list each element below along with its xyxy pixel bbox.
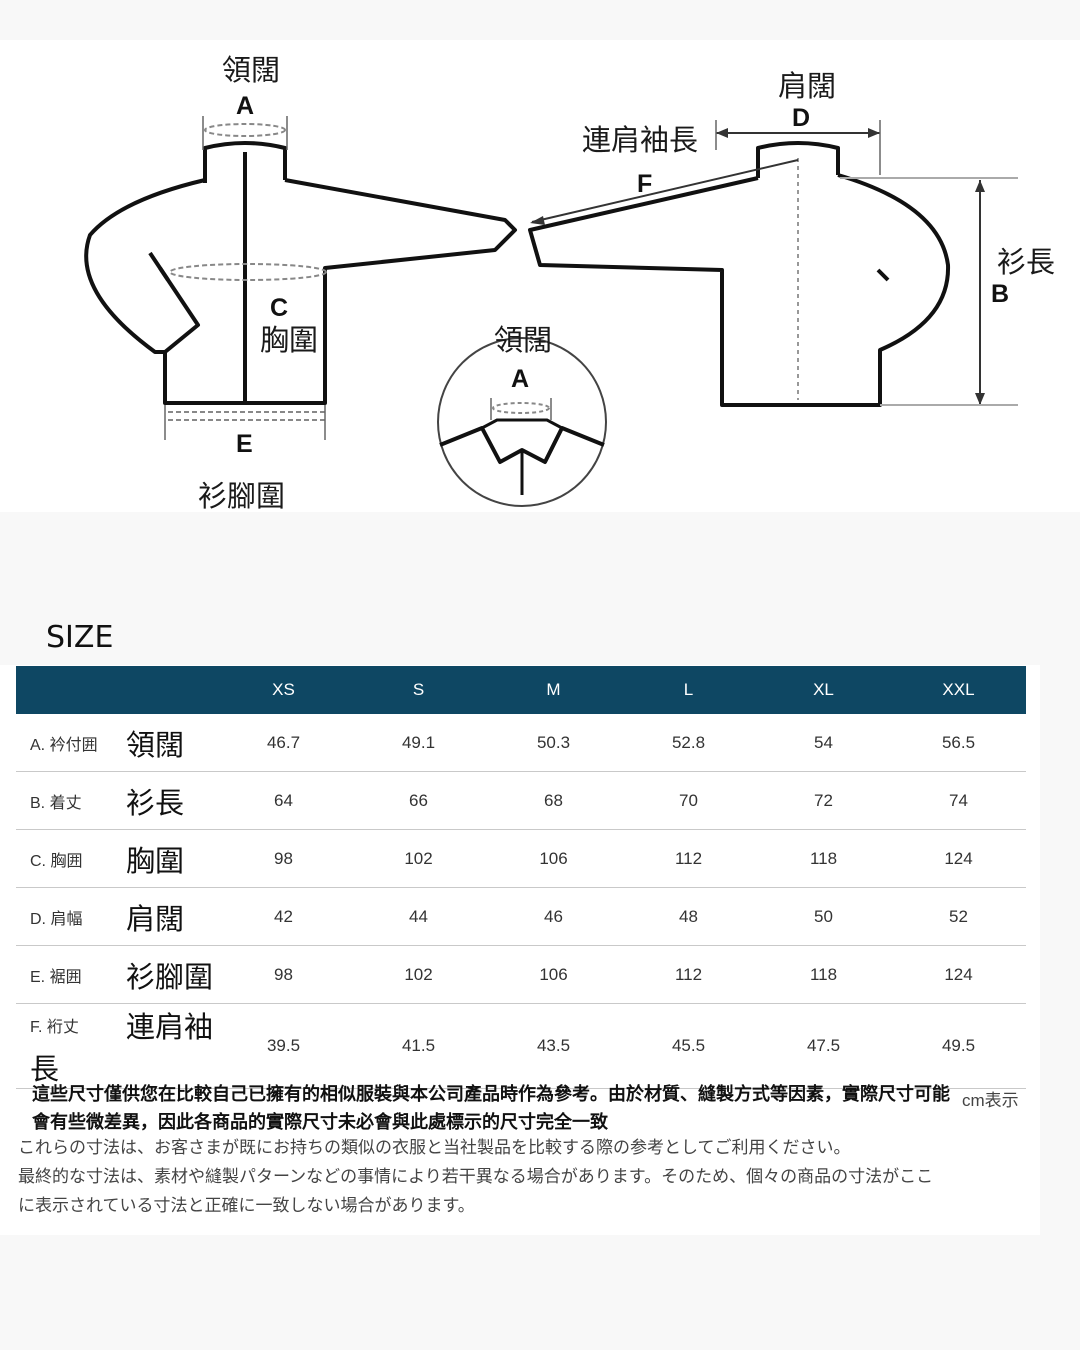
row-zh-label: 胸圍 (126, 843, 185, 878)
sleeve-label: 連肩袖長 (582, 123, 699, 157)
row-header: F. 裄丈連肩袖長 (16, 1003, 216, 1089)
table-cell: 44 (351, 887, 486, 946)
table-cell: 42 (216, 887, 351, 946)
row-header: D. 肩幅 肩闊 (16, 887, 216, 946)
row-code: E. 裾囲 (30, 968, 82, 986)
table-cell: 66 (351, 771, 486, 830)
table-cell: 118 (756, 945, 891, 1004)
table-cell: 46 (486, 887, 621, 946)
jacket-diagram (84, 116, 1018, 507)
row-code: B. 着丈 (30, 794, 82, 812)
row-zh-label: 衫長 (126, 785, 185, 820)
table-cell: 43.5 (486, 1003, 621, 1089)
table-cell: 45.5 (621, 1003, 756, 1089)
table-cell: 106 (486, 829, 621, 888)
table-cell: 52 (891, 887, 1026, 946)
collar-front-label: 領闊 (222, 53, 281, 87)
row-zh-label: 領闊 (126, 727, 185, 762)
jacket-back-outline (528, 141, 951, 407)
table-cell: 112 (621, 945, 756, 1004)
row-header: E. 裾囲 衫腳圍 (16, 945, 216, 1004)
table-cell: 50.3 (486, 714, 621, 772)
row-header: A. 衿付囲 領闊 (16, 714, 216, 772)
header-size: L (621, 666, 756, 714)
row-zh-label: 連肩袖長 (30, 1010, 214, 1086)
back-measure-lines (530, 120, 1018, 406)
table-cell: 54 (756, 714, 891, 772)
table-cell: 47.5 (756, 1003, 891, 1089)
table-cell: 48 (621, 887, 756, 946)
row-code: D. 肩幅 (30, 910, 83, 928)
chest-label: 胸圍 (260, 323, 319, 357)
row-code: C. 胸囲 (30, 852, 83, 870)
table-cell: 124 (891, 829, 1026, 888)
row-zh-label: 肩闊 (126, 901, 185, 936)
letter-f: F (637, 170, 653, 198)
table-row: F. 裄丈連肩袖長 39.5 41.5 43.5 45.5 47.5 49.5 (16, 1003, 1026, 1089)
table-cell: 74 (891, 771, 1026, 830)
size-heading: SIZE (46, 620, 114, 655)
table-cell: 46.7 (216, 714, 351, 772)
header-empty-cell (16, 666, 216, 714)
letter-a-detail: A (511, 365, 530, 393)
unit-note: cm表示 (962, 1091, 1019, 1110)
table-cell: 72 (756, 771, 891, 830)
hem-label: 衫腳圍 (198, 479, 286, 513)
header-size: M (486, 666, 621, 714)
table-row: A. 衿付囲 領闊 46.7 49.1 50.3 52.8 54 56.5 (16, 714, 1026, 772)
table-cell: 102 (351, 829, 486, 888)
table-row: D. 肩幅 肩闊 42 44 46 48 50 52 (16, 887, 1026, 946)
letter-c: C (270, 294, 289, 322)
row-code: A. 衿付囲 (30, 736, 98, 754)
table-cell: 106 (486, 945, 621, 1004)
table-cell: 56.5 (891, 714, 1026, 772)
table-cell: 68 (486, 771, 621, 830)
size-diagram: 領闊 肩闊 連肩袖長 衫長 胸圍 領闊 衫腳圍 A D F B C A E (0, 40, 1080, 512)
table-cell: 118 (756, 829, 891, 888)
table-cell: 64 (216, 771, 351, 830)
table-cell: 70 (621, 771, 756, 830)
table-row: E. 裾囲 衫腳圍 98 102 106 112 118 124 (16, 945, 1026, 1004)
table-cell: 39.5 (216, 1003, 351, 1089)
front-measure-lines (168, 123, 327, 421)
shoulder-label: 肩闊 (778, 69, 837, 103)
header-size: XS (216, 666, 351, 714)
collar-detail-label: 領闊 (494, 323, 553, 357)
table-header-row: XS S M L XL XXL (16, 666, 1026, 714)
jacket-front-outline (84, 141, 517, 405)
header-size: XXL (891, 666, 1026, 714)
row-header: B. 着丈 衫長 (16, 771, 216, 830)
table-cell: 52.8 (621, 714, 756, 772)
table-cell: 112 (621, 829, 756, 888)
row-zh-label: 衫腳圍 (126, 959, 214, 994)
table-row: C. 胸囲 胸圍 98 102 106 112 118 124 (16, 829, 1026, 888)
header-size: XL (756, 666, 891, 714)
size-disclaimer-zh: 這些尺寸僅供您在比較自己已擁有的相似服裝與本公司產品時作為參考。由於材質、縫製方… (32, 1084, 950, 1132)
table-cell: 102 (351, 945, 486, 1004)
letter-d: D (792, 104, 811, 132)
table-cell: 50 (756, 887, 891, 946)
size-disclaimer-ja-line: 最終的な寸法は、素材や縫製パターンなどの事情により若干異なる場合があります。その… (18, 1167, 934, 1186)
size-disclaimer-ja-line: これらの寸法は、お客さまが既にお持ちの類似の衣服と当社製品を比較する際の参考とし… (18, 1138, 851, 1157)
row-code: F. 裄丈 (30, 1019, 79, 1036)
letter-e: E (236, 430, 253, 458)
size-disclaimer-ja-line: に表示されている寸法と正確に一致しない場合があります。 (18, 1196, 475, 1215)
table-cell: 98 (216, 945, 351, 1004)
table-cell: 41.5 (351, 1003, 486, 1089)
table-cell: 124 (891, 945, 1026, 1004)
table-cell: 98 (216, 829, 351, 888)
table-row: B. 着丈 衫長 64 66 68 70 72 74 (16, 771, 1026, 830)
header-size: S (351, 666, 486, 714)
letter-b: B (991, 280, 1010, 308)
front-guide-lines (164, 116, 326, 440)
letter-a-front: A (236, 92, 255, 120)
table-cell: 49.1 (351, 714, 486, 772)
row-header: C. 胸囲 胸圍 (16, 829, 216, 888)
length-label: 衫長 (997, 245, 1056, 279)
table-cell: 49.5 (891, 1003, 1026, 1089)
collar-detail (437, 337, 607, 507)
size-table: XS S M L XL XXL A. 衿付囲 領闊 46.7 49.1 50.3 … (16, 666, 1026, 1089)
